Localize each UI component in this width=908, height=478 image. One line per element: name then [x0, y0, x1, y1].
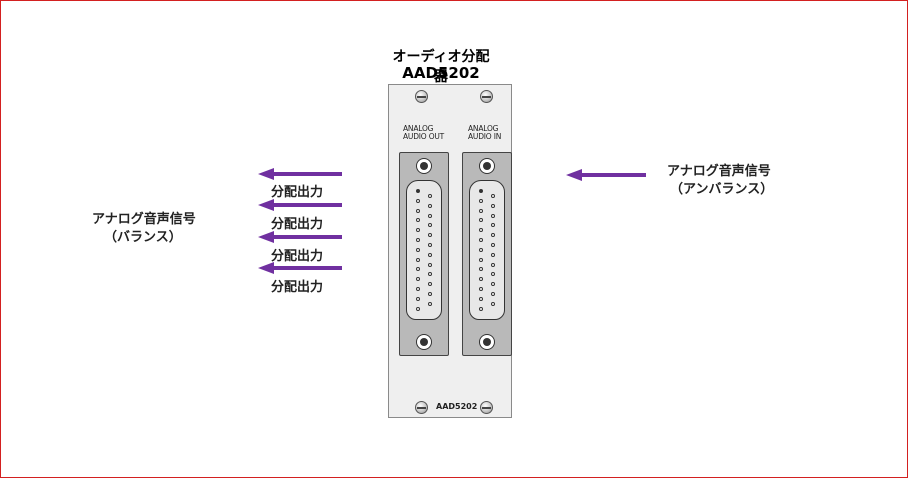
connector-pin: [491, 194, 495, 198]
output-label-4: 分配出力: [271, 280, 324, 295]
connector-pin: [479, 208, 483, 213]
jackscrew-icon: [416, 158, 432, 174]
connector-pin: [479, 257, 483, 262]
connector-pin: [416, 257, 420, 262]
left-signal-label: アナログ音声信号: [92, 212, 196, 227]
connector-pin: [416, 247, 420, 252]
connector-pin: [479, 198, 483, 203]
connector-pin: [491, 272, 495, 277]
jackscrew-icon: [479, 158, 495, 174]
connector-pin: [479, 189, 483, 193]
connector-pin: [428, 262, 432, 267]
device-title: オーディオ分配器: [392, 49, 490, 85]
connector-pin: [479, 306, 483, 311]
connector-pin: [491, 292, 495, 296]
right-signal-label: アナログ音声信号: [667, 164, 771, 179]
input-port-label-line1: ANALOG: [468, 124, 499, 133]
connector-pin: [428, 194, 432, 198]
output-arrow-4: [258, 262, 342, 274]
connector-pin: [428, 292, 432, 296]
connector-pin: [428, 213, 432, 218]
connector-pin: [479, 247, 483, 252]
connector-pin: [479, 228, 483, 233]
connector-pin: [428, 272, 432, 277]
output-label-1: 分配出力: [271, 185, 324, 200]
screw-icon: [480, 90, 493, 103]
connector-pin: [491, 301, 495, 306]
output-port-label-line1: ANALOG: [403, 124, 434, 133]
connector-pin: [416, 296, 420, 301]
output-port-label-line2: AUDIO OUT: [403, 132, 445, 141]
screw-icon: [480, 401, 493, 414]
right-signal-sublabel: （アンバランス）: [670, 182, 774, 197]
connector-pin: [479, 218, 483, 223]
output-port-label: ANALOG AUDIO OUT: [403, 125, 444, 141]
connector-pin: [479, 238, 483, 242]
connector-pin: [416, 306, 420, 311]
audio-out-connector: [399, 152, 449, 356]
connector-pin: [428, 223, 432, 228]
connector-pin: [416, 267, 420, 272]
connector-pin: [491, 213, 495, 218]
screw-icon: [415, 401, 428, 414]
connector-pin: [479, 296, 483, 301]
screw-icon: [415, 90, 428, 103]
connector-pin: [416, 208, 420, 213]
connector-pin: [428, 301, 432, 306]
connector-pin: [491, 252, 495, 257]
connector-pin: [491, 203, 495, 208]
device-front-panel: ANALOG AUDIO OUT ANALOG AUDIO IN: [388, 84, 512, 418]
connector-pin: [479, 267, 483, 272]
connector-pin: [428, 252, 432, 257]
output-label-2: 分配出力: [271, 217, 324, 232]
dsub-shell: [469, 180, 505, 320]
output-label-3: 分配出力: [271, 249, 324, 264]
jackscrew-icon: [416, 334, 432, 350]
connector-pin: [416, 238, 420, 242]
connector-pin: [416, 189, 420, 193]
panel-model-label: AAD5202: [436, 402, 478, 411]
audio-in-connector: [462, 152, 512, 356]
connector-pin: [416, 287, 420, 291]
input-arrow: [566, 169, 646, 181]
connector-pin: [428, 233, 432, 238]
connector-pin: [479, 277, 483, 282]
input-port-label-line2: AUDIO IN: [468, 132, 502, 141]
connector-pin: [491, 243, 495, 247]
connector-pin: [479, 287, 483, 291]
connector-pin: [428, 282, 432, 287]
output-arrow-3: [258, 231, 342, 243]
connector-pin: [491, 262, 495, 267]
connector-pin: [491, 282, 495, 287]
connector-pin: [416, 277, 420, 282]
connector-pin: [491, 223, 495, 228]
connector-pin: [428, 203, 432, 208]
input-port-label: ANALOG AUDIO IN: [468, 125, 501, 141]
connector-pin: [416, 198, 420, 203]
output-arrow-1: [258, 168, 342, 180]
connector-pin: [491, 233, 495, 238]
left-signal-sublabel: （バランス）: [104, 230, 182, 245]
connector-pin: [416, 228, 420, 233]
connector-pin: [428, 243, 432, 247]
dsub-shell: [406, 180, 442, 320]
connector-pin: [416, 218, 420, 223]
jackscrew-icon: [479, 334, 495, 350]
output-arrow-2: [258, 199, 342, 211]
device-model: AAD5202: [402, 64, 480, 82]
